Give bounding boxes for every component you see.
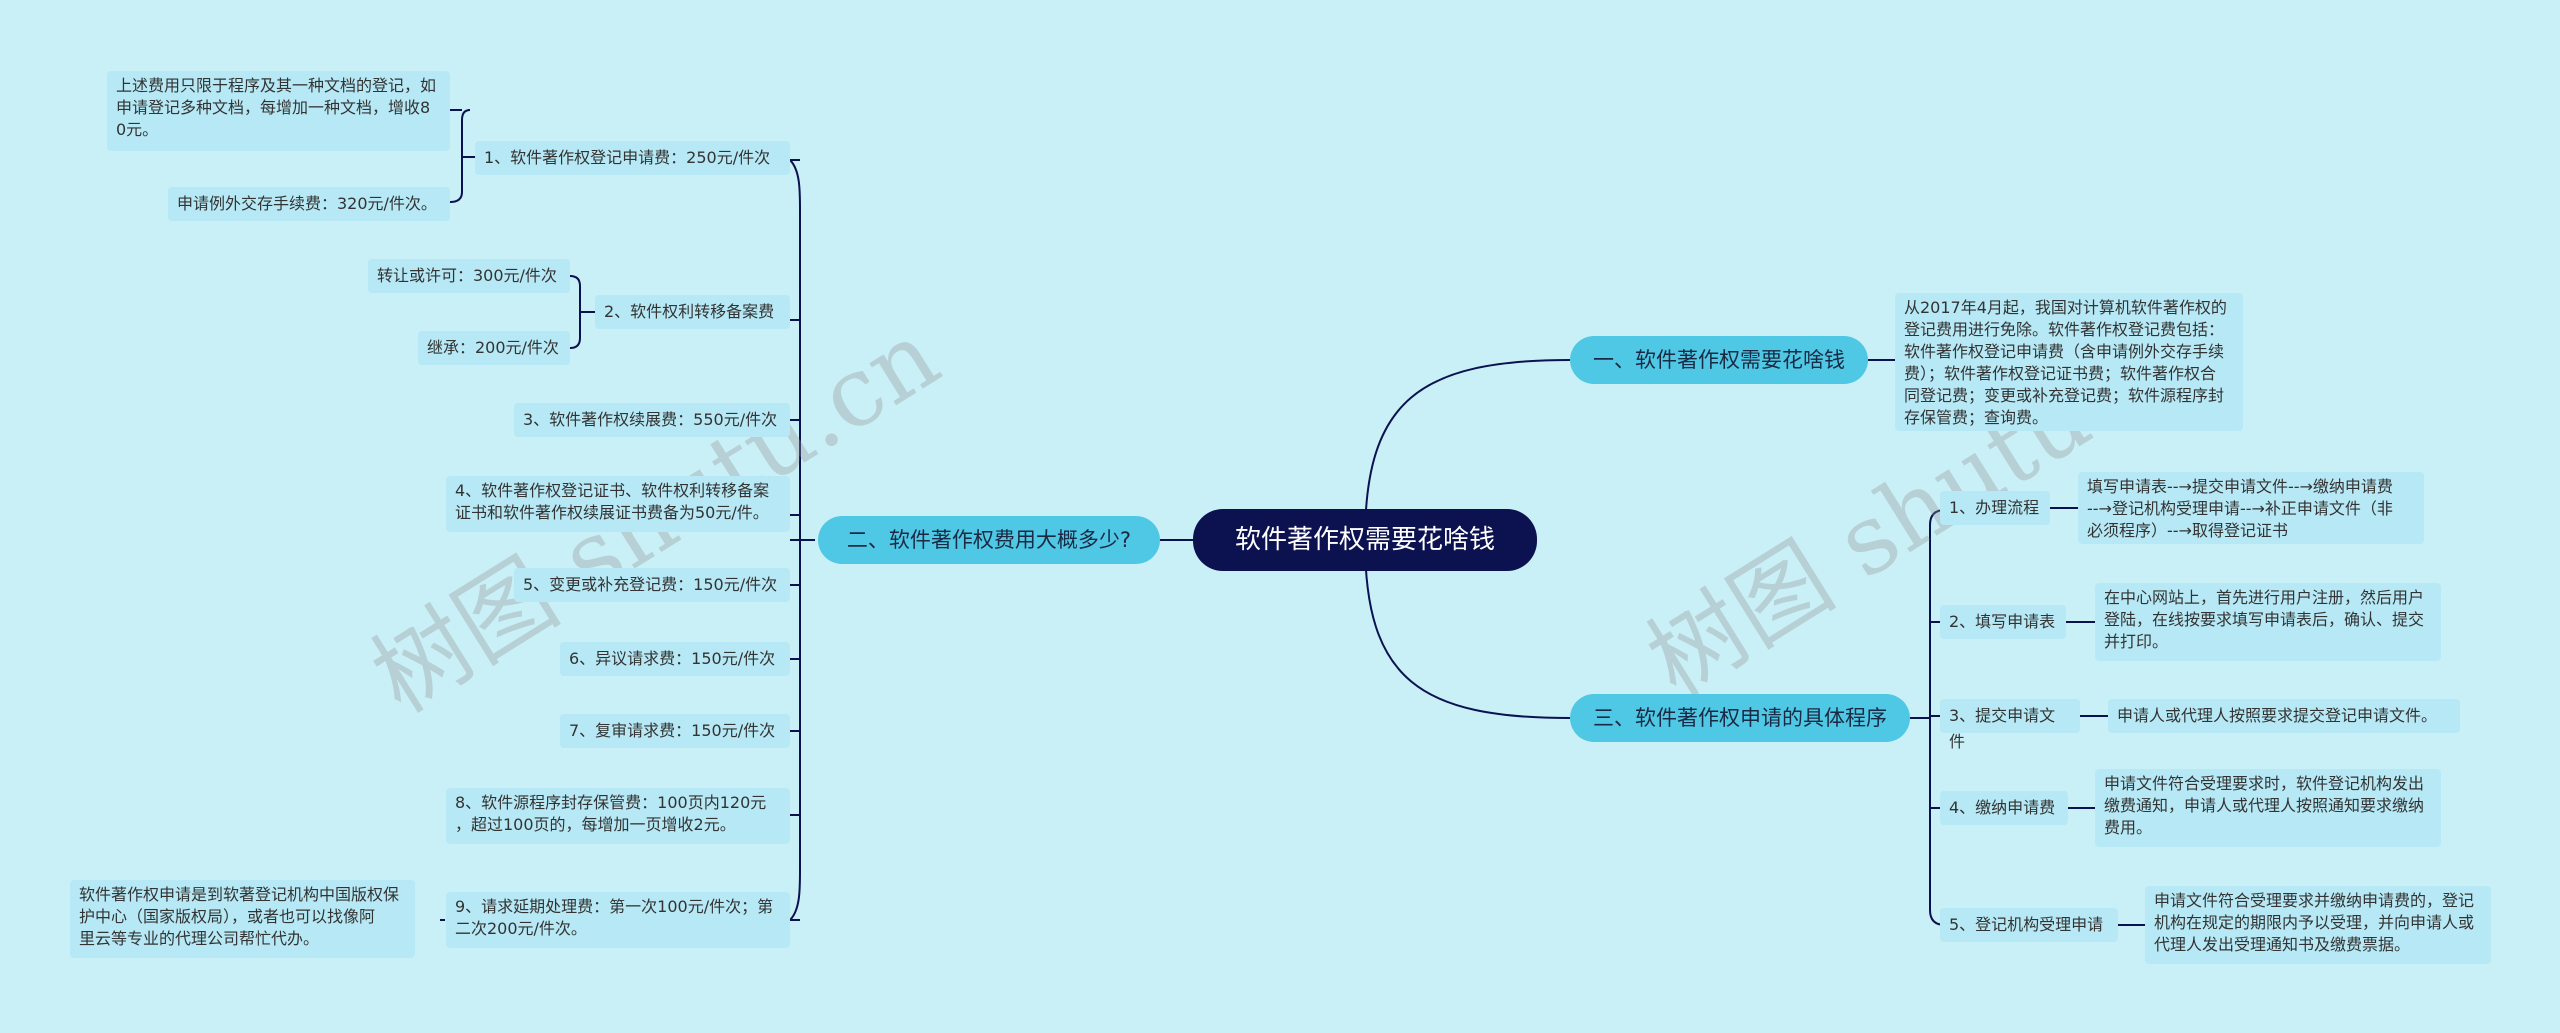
fees-item9[interactable]: 9、请求延期处理费：第一次100元/件次；第 二次200元/件次。	[446, 892, 790, 948]
fees-item1-note1[interactable]: 上述费用只限于程序及其一种文档的登记，如 申请登记多种文档，每增加一种文档，增收…	[107, 71, 450, 151]
procedure-step3-detail[interactable]: 申请人或代理人按照要求提交登记申请文件。	[2108, 699, 2460, 733]
procedure-step5-detail[interactable]: 申请文件符合受理要求并缴纳申请费的，登记 机构在规定的期限内予以受理，并向申请人…	[2145, 886, 2491, 964]
fees-item6[interactable]: 6、异议请求费：150元/件次	[560, 642, 790, 676]
fees-item7[interactable]: 7、复审请求费：150元/件次	[560, 714, 790, 748]
fees-item3[interactable]: 3、软件著作权续展费：550元/件次	[514, 403, 790, 437]
fees-item2-sub1[interactable]: 转让或许可：300元/件次	[368, 259, 570, 293]
procedure-step3[interactable]: 3、提交申请文件	[1940, 699, 2080, 751]
fees-item4[interactable]: 4、软件著作权登记证书、软件权利转移备案 证书和软件著作权续展证书费备为50元/…	[446, 476, 790, 532]
procedure-step4[interactable]: 4、缴纳申请费	[1940, 791, 2068, 825]
cost-detail[interactable]: 从2017年4月起，我国对计算机软件著作权的 登记费用进行免除。软件著作权登记费…	[1895, 293, 2243, 431]
fees-item1[interactable]: 1、软件著作权登记申请费：250元/件次	[475, 141, 790, 175]
branch-cost[interactable]: 一、软件著作权需要花啥钱	[1570, 336, 1868, 384]
branch-procedure[interactable]: 三、软件著作权申请的具体程序	[1570, 694, 1910, 742]
procedure-step1-detail[interactable]: 填写申请表--→提交申请文件--→缴纳申请费 --→登记机构受理申请--→补正申…	[2078, 472, 2424, 544]
branch-fees[interactable]: 二、软件著作权费用大概多少?	[818, 516, 1160, 564]
procedure-step2[interactable]: 2、填写申请表	[1940, 605, 2066, 639]
fees-item1-note2[interactable]: 申请例外交存手续费：320元/件次。	[168, 187, 450, 221]
procedure-step1[interactable]: 1、办理流程	[1940, 491, 2050, 525]
procedure-step5[interactable]: 5、登记机构受理申请	[1940, 908, 2118, 942]
fees-item5[interactable]: 5、变更或补充登记费：150元/件次	[514, 568, 790, 602]
fees-item2[interactable]: 2、软件权利转移备案费	[595, 295, 790, 329]
fees-item9-note[interactable]: 软件著作权申请是到软著登记机构中国版权保 护中心（国家版权局），或者也可以找像阿…	[70, 880, 415, 958]
fees-item8[interactable]: 8、软件源程序封存保管费：100页内120元 ，超过100页的，每增加一页增收2…	[446, 788, 790, 844]
procedure-step4-detail[interactable]: 申请文件符合受理要求时，软件登记机构发出 缴费通知，申请人或代理人按照通知要求缴…	[2095, 769, 2441, 847]
root-topic[interactable]: 软件著作权需要花啥钱	[1193, 509, 1537, 571]
fees-item2-sub2[interactable]: 继承：200元/件次	[418, 331, 570, 365]
procedure-step2-detail[interactable]: 在中心网站上，首先进行用户注册，然后用户 登陆，在线按要求填写申请表后，确认、提…	[2095, 583, 2441, 661]
